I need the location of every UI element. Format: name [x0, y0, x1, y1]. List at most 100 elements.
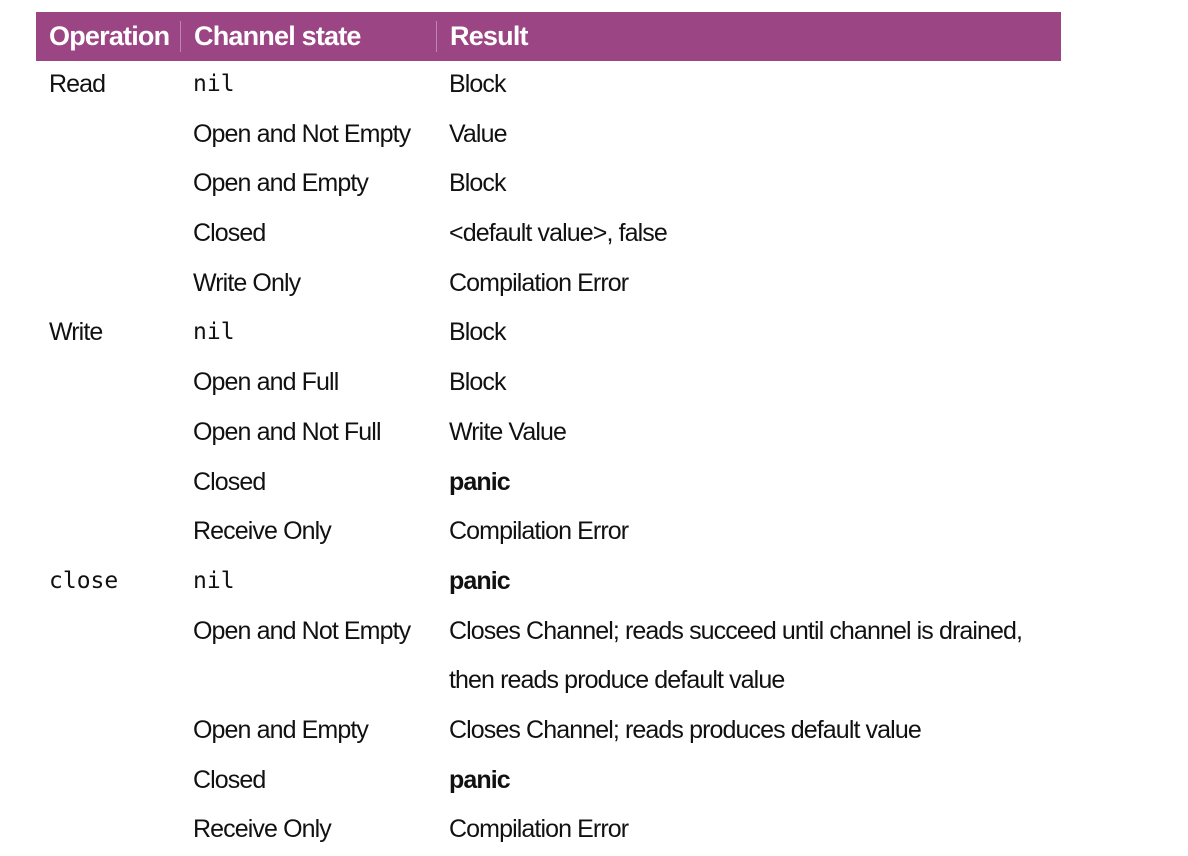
- cell-operation-text: [49, 459, 180, 509]
- cell-operation-text: [49, 806, 180, 856]
- cell-operation-text: close: [49, 567, 119, 594]
- cell-result-text: then reads produce default value: [449, 666, 785, 695]
- cell-result-text: Compilation Error: [449, 815, 629, 844]
- cell-result: Compilation Error: [436, 508, 1061, 558]
- cell-channel-state-text: Closed: [193, 219, 266, 248]
- cell-operation-text: Read: [49, 70, 106, 98]
- cell-result: Block: [436, 309, 1061, 359]
- cell-result-text: Compilation Error: [449, 268, 629, 297]
- cell-channel-state: nil: [180, 309, 436, 359]
- cell-channel-state-text: Receive Only: [193, 815, 332, 844]
- cell-operation: [36, 508, 180, 558]
- cell-result-text: Value: [449, 119, 507, 148]
- cell-result: Closes Channel; reads produces default v…: [436, 707, 1061, 757]
- cell-channel-state-text: nil: [193, 71, 235, 97]
- cell-channel-state-text: Open and Not Empty: [193, 616, 411, 645]
- cell-operation-text: [49, 608, 180, 658]
- cell-result-text: panic: [449, 566, 511, 595]
- table-row: Open and Empty Block: [36, 160, 1061, 210]
- cell-result-text: Block: [449, 70, 507, 98]
- cell-channel-state: Open and Not Empty: [180, 608, 436, 658]
- table-row: close nil panic: [36, 558, 1061, 608]
- cell-result: Compilation Error: [436, 806, 1061, 856]
- cell-operation-text: [49, 409, 180, 459]
- table-row: Closed <default value>, false: [36, 210, 1061, 260]
- cell-channel-state: Closed: [180, 757, 436, 807]
- cell-result: Block: [436, 160, 1061, 210]
- cell-result-text: Closes Channel; reads succeed until chan…: [449, 616, 1023, 645]
- cell-operation-text: [49, 111, 180, 161]
- cell-channel-state: Receive Only: [180, 806, 436, 856]
- cell-result-text: panic: [449, 467, 511, 496]
- cell-operation-text: [49, 210, 180, 260]
- table-row: Write nil Block: [36, 309, 1061, 359]
- cell-result-text: panic: [449, 765, 511, 794]
- cell-result: <default value>, false: [436, 210, 1061, 260]
- cell-channel-state-text: Open and Full: [193, 368, 339, 397]
- table-row: Open and Not Full Write Value: [36, 409, 1061, 459]
- table-row: Open and Full Block: [36, 359, 1061, 409]
- cell-operation-text: [49, 359, 180, 409]
- cell-result: Value: [436, 111, 1061, 161]
- cell-channel-state-text: Receive Only: [193, 517, 332, 546]
- cell-result-text: Closes Channel; reads produces default v…: [449, 715, 922, 744]
- cell-result: Write Value: [436, 409, 1061, 459]
- table-row: Write Only Compilation Error: [36, 260, 1061, 310]
- cell-channel-state-text: Closed: [193, 467, 266, 496]
- cell-operation-text: [49, 757, 180, 807]
- cell-channel-state: Open and Full: [180, 359, 436, 409]
- table-row: Closed panic: [36, 459, 1061, 509]
- cell-channel-state: Open and Not Full: [180, 409, 436, 459]
- cell-channel-state: nil: [180, 558, 436, 608]
- cell-result-text: Compilation Error: [449, 517, 629, 546]
- cell-operation-text: [49, 508, 180, 558]
- table-row: Receive Only Compilation Error: [36, 508, 1061, 558]
- table-row: Closed panic: [36, 757, 1061, 807]
- cell-operation: Write: [36, 309, 180, 359]
- cell-result: Block: [436, 359, 1061, 409]
- cell-channel-state: Open and Empty: [180, 707, 436, 757]
- table-row: Read nil Block: [36, 61, 1061, 111]
- cell-channel-state-text: Open and Empty: [193, 169, 369, 198]
- cell-result-text: <default value>, false: [449, 219, 668, 248]
- cell-channel-state: Open and Empty: [180, 160, 436, 210]
- cell-operation: [36, 707, 180, 757]
- cell-result-text: Block: [449, 368, 507, 397]
- cell-operation-text: Write: [49, 318, 103, 347]
- cell-operation: [36, 608, 180, 658]
- cell-channel-state-text: Closed: [193, 765, 266, 794]
- table-row: Open and Not Empty Closes Channel; reads …: [36, 608, 1061, 707]
- table-header-row: Operation Channel state Result: [36, 12, 1061, 61]
- cell-channel-state-text: nil: [193, 567, 235, 594]
- cell-operation: [36, 359, 180, 409]
- cell-operation-text: [49, 260, 180, 310]
- cell-result: panic: [436, 459, 1061, 509]
- cell-result: Compilation Error: [436, 260, 1061, 310]
- cell-operation-text: [49, 160, 180, 210]
- cell-operation: close: [36, 558, 180, 608]
- cell-result-text: Block: [449, 169, 507, 198]
- cell-result: panic: [436, 757, 1061, 807]
- cell-operation: [36, 459, 180, 509]
- table-row: Receive Only Compilation Error: [36, 806, 1061, 856]
- cell-result: panic: [436, 558, 1061, 608]
- cell-operation-text: [49, 707, 180, 757]
- cell-operation: [36, 757, 180, 807]
- cell-channel-state: Receive Only: [180, 508, 436, 558]
- cell-channel-state-text: Open and Not Empty: [193, 119, 411, 148]
- cell-channel-state: Write Only: [180, 260, 436, 310]
- cell-channel-state: Closed: [180, 210, 436, 260]
- cell-channel-state-text: Open and Not Full: [193, 417, 381, 446]
- cell-operation: [36, 260, 180, 310]
- cell-channel-state-text: Write Only: [193, 268, 301, 297]
- cell-channel-state: Open and Not Empty: [180, 111, 436, 161]
- cell-channel-state: Closed: [180, 459, 436, 509]
- cell-channel-state-text: Open and Empty: [193, 715, 369, 744]
- table-row: Open and Not Empty Value: [36, 111, 1061, 161]
- cell-channel-state-text: nil: [193, 319, 235, 346]
- header-channel-state: Channel state: [180, 21, 436, 52]
- header-operation: Operation: [49, 21, 170, 51]
- cell-operation: Read: [36, 61, 180, 111]
- cell-channel-state: nil: [180, 61, 436, 111]
